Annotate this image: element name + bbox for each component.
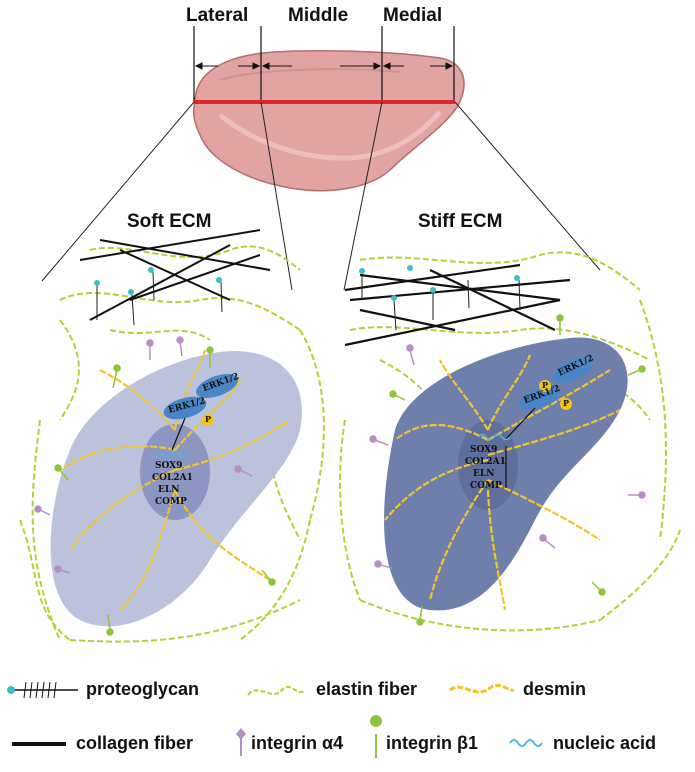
soft-phospho-label: P	[205, 414, 212, 424]
legend-proteoglycan: proteoglycan	[86, 679, 200, 699]
stiff-erk-bottom	[519, 385, 561, 411]
soft-desmin-fibers	[59, 349, 291, 611]
stiff-phospho-marker-2	[560, 398, 572, 410]
stiff-integrins	[369, 314, 646, 626]
lateral-label: Lateral	[186, 5, 249, 26]
stiff-phospho-label-1: P	[542, 380, 549, 390]
stiff-erk-top	[552, 357, 594, 383]
meniscus-illustration	[41, 26, 601, 291]
legend-desmin: desmin	[523, 679, 587, 699]
stiff-phospho-marker-1	[539, 380, 551, 392]
soft-nucleic-acid	[154, 451, 188, 459]
soft-erk-arrow	[171, 417, 186, 451]
soft-gene-eln: ELN	[158, 485, 180, 495]
stiff-gene-col2a1: COL2A1	[465, 457, 506, 467]
integrin-b1-legend-icon	[370, 715, 383, 758]
soft-nucleus	[140, 424, 210, 520]
stiff-nucleic-acid	[477, 433, 511, 441]
medial-label: Medial	[383, 5, 443, 26]
width-arrows	[194, 62, 454, 70]
desmin-legend-icon	[449, 683, 515, 694]
soft-ecm-title: Soft ECM	[127, 211, 212, 232]
legend-collagen-fiber: collagen fiber	[76, 733, 194, 753]
soft-proteoglycan-heads	[94, 267, 222, 295]
soft-phospho-marker	[202, 414, 214, 426]
soft-ecm-panel	[19, 229, 325, 643]
soft-erk-bottom	[163, 396, 207, 420]
integrin-a4-legend-icon	[236, 728, 246, 756]
meniscus-highlight	[218, 110, 442, 161]
stiff-proteoglycan-heads	[359, 265, 520, 301]
stiff-phospho-label-2: P	[563, 398, 570, 408]
meniscus-shape	[192, 50, 465, 192]
stiff-collagen-fibers	[344, 263, 571, 347]
stiff-gene-eln: ELN	[473, 469, 495, 479]
soft-gene-comp: COMP	[155, 497, 187, 507]
middle-label: Middle	[288, 5, 349, 26]
stiff-ecm-title: Stiff ECM	[418, 211, 503, 232]
legend-elastin-fiber: elastin fiber	[316, 679, 418, 699]
soft-erk-top	[196, 373, 238, 399]
stiff-gene-sox9: SOX9	[470, 445, 498, 455]
stiff-desmin-fibers	[384, 354, 621, 611]
soft-collagen-fibers	[79, 229, 271, 321]
soft-gene-sox9: SOX9	[155, 461, 183, 471]
nucleic-acid-legend-icon	[509, 739, 543, 747]
legend-glyphs	[7, 681, 543, 758]
proteoglycan-legend-icon	[7, 681, 78, 699]
meniscus-inner-edge	[219, 68, 401, 81]
soft-integrins	[34, 336, 276, 636]
legend-nucleic-acid: nucleic acid	[553, 733, 657, 753]
stiff-nucleus	[458, 420, 518, 510]
soft-gene-col2a1: COL2A1	[152, 473, 193, 483]
legend-integrin-b1: integrin β1	[386, 733, 478, 753]
soft-proteoglycans	[96, 271, 223, 326]
stiff-ecm-panel	[339, 251, 681, 632]
stiff-gene-comp: COMP	[470, 481, 502, 491]
legend-integrin-a4: integrin α4	[251, 733, 344, 753]
stiff-proteoglycans	[361, 273, 521, 331]
zoom-guide-lines	[41, 101, 601, 291]
elastin-fiber-legend-icon	[247, 685, 306, 696]
stiff-erk-arrow	[504, 407, 536, 441]
